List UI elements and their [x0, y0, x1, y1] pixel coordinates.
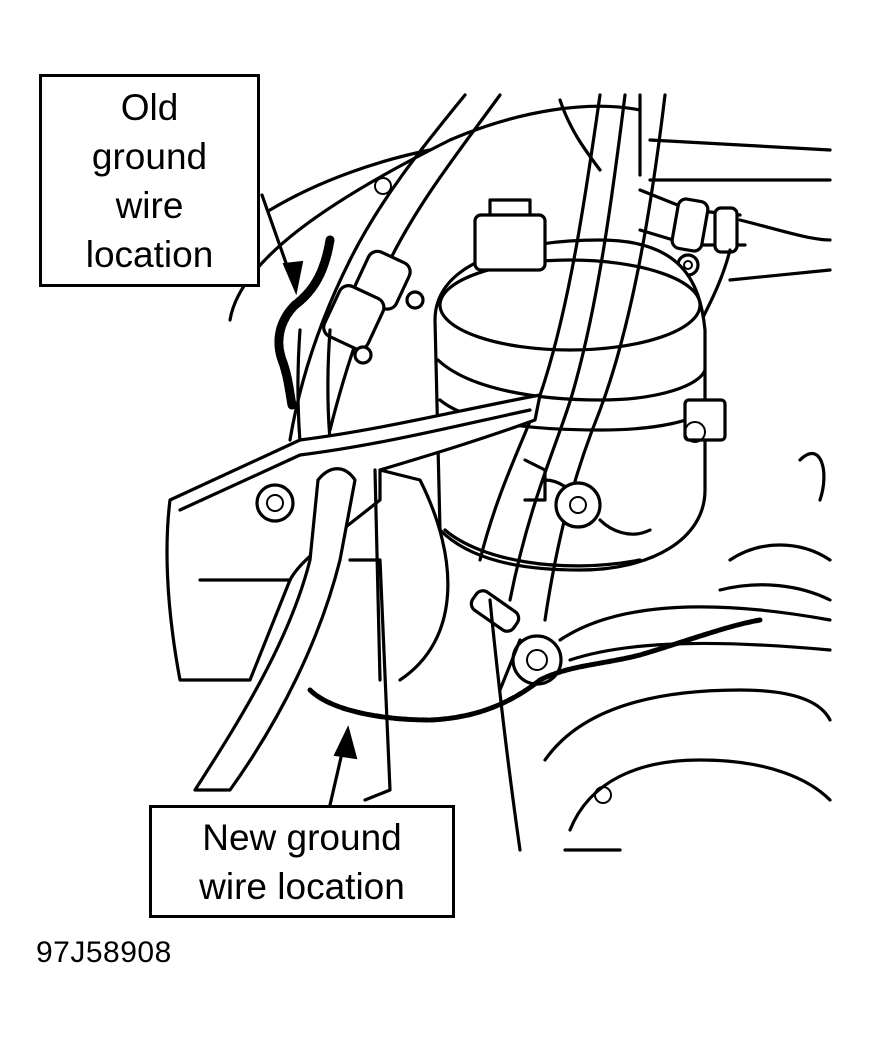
figure-id: 97J58908 [36, 936, 172, 969]
old-ground-wire-callout: Old ground wire location [39, 74, 260, 287]
new-ground-wire [307, 617, 763, 723]
ground-bolt-fitting [469, 481, 652, 692]
old-location-arrow [260, 193, 304, 296]
vertical-pipe [193, 467, 392, 802]
old-ground-wire [274, 235, 335, 410]
frame-rail [478, 93, 667, 622]
new-ground-wire-callout: New ground wire location [149, 805, 455, 918]
hoses [288, 93, 502, 492]
new-ground-wire-label: New ground wire location [199, 816, 405, 907]
new-location-arrow [328, 725, 358, 807]
old-ground-wire-label: Old ground wire location [85, 86, 214, 275]
mounting-bracket [165, 393, 542, 682]
